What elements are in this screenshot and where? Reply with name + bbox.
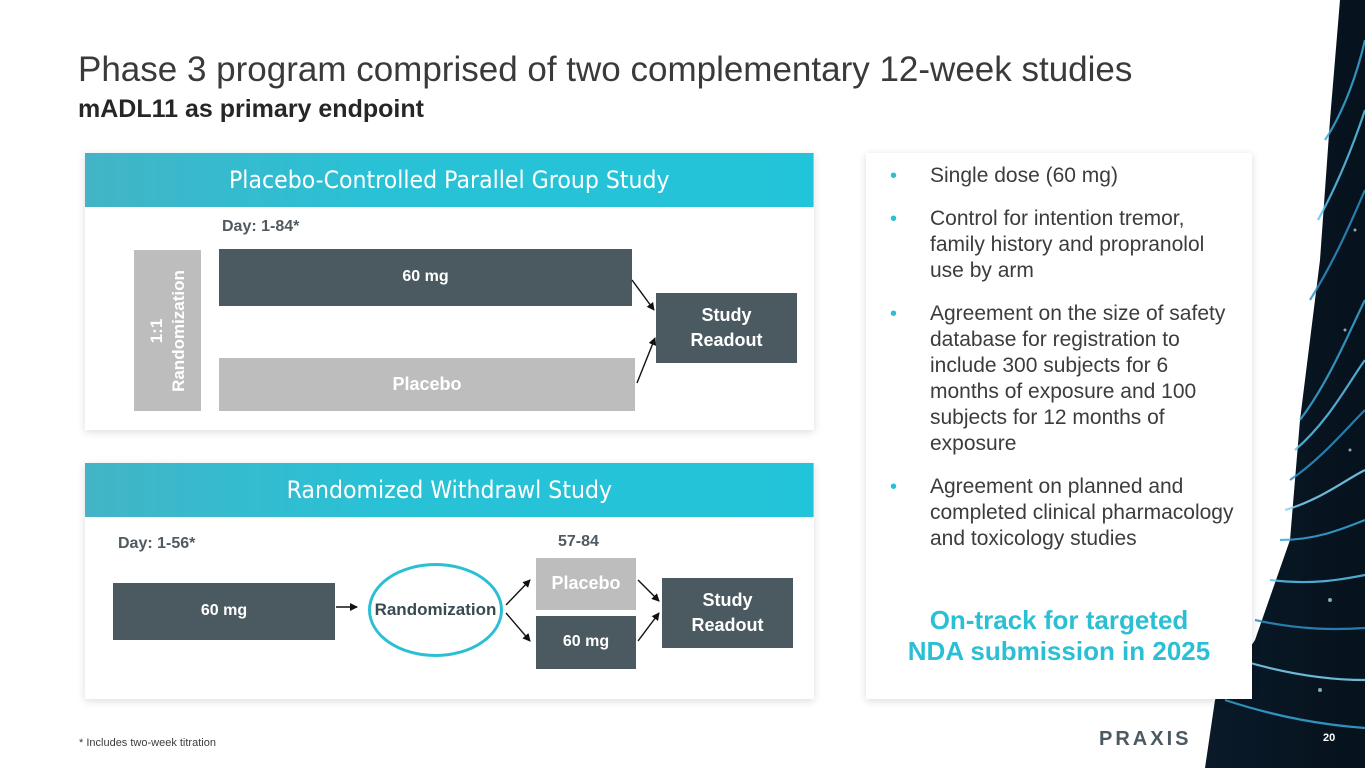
study1-title: Placebo-Controlled Parallel Group Study (228, 166, 670, 194)
praxis-logo: PRAXIS (1099, 728, 1192, 750)
study1-banner: Placebo-Controlled Parallel Group Study (85, 153, 814, 207)
page-number: 20 (1323, 732, 1336, 744)
list-item: •Agreement on the size of safety databas… (890, 302, 1226, 455)
study2-arm-60mg: 60 mg (536, 616, 636, 669)
study1-readout: Study Readout (656, 293, 797, 363)
list-item: •Agreement on planned and completed clin… (890, 475, 1234, 550)
bullet-dot-icon: • (890, 165, 898, 187)
study1-randomization-box: 1:1 Randomization (134, 250, 201, 411)
page-subtitle: mADL11 as primary endpoint (78, 95, 424, 123)
study2-readout: Study Readout (662, 578, 793, 648)
study1-arm-placebo: Placebo (219, 358, 635, 411)
study2-day-label: Day: 1-56* (118, 535, 196, 552)
study2-arm-placebo: Placebo (536, 558, 636, 610)
footnote: * Includes two-week titration (79, 737, 216, 749)
bullet-dot-icon: • (890, 208, 898, 230)
study2-title: Randomized Withdrawl Study (286, 476, 613, 504)
study2-banner: Randomized Withdrawl Study (85, 463, 814, 517)
nda-callout: On-track for targeted NDA submission in … (907, 605, 1211, 666)
list-item: •Control for intention tremor, family hi… (890, 207, 1205, 282)
key-points-list: •Single dose (60 mg) •Control for intent… (890, 163, 1235, 569)
list-item: •Single dose (60 mg) (890, 164, 1118, 187)
study1-arm-60mg: 60 mg (219, 249, 632, 306)
bullet-dot-icon: • (890, 303, 898, 325)
study2-day-label-2: 57-84 (558, 533, 599, 550)
study1-randomization-label: 1:1 Randomization (146, 269, 188, 392)
study1-day-label: Day: 1-84* (222, 218, 300, 235)
page-title: Phase 3 program comprised of two complem… (78, 50, 1133, 89)
bullet-dot-icon: • (890, 476, 898, 498)
study2-lead-in-60mg: 60 mg (113, 583, 335, 640)
study2-randomization-oval: Randomization (368, 563, 503, 657)
key-points-panel: •Single dose (60 mg) •Control for intent… (866, 153, 1252, 699)
